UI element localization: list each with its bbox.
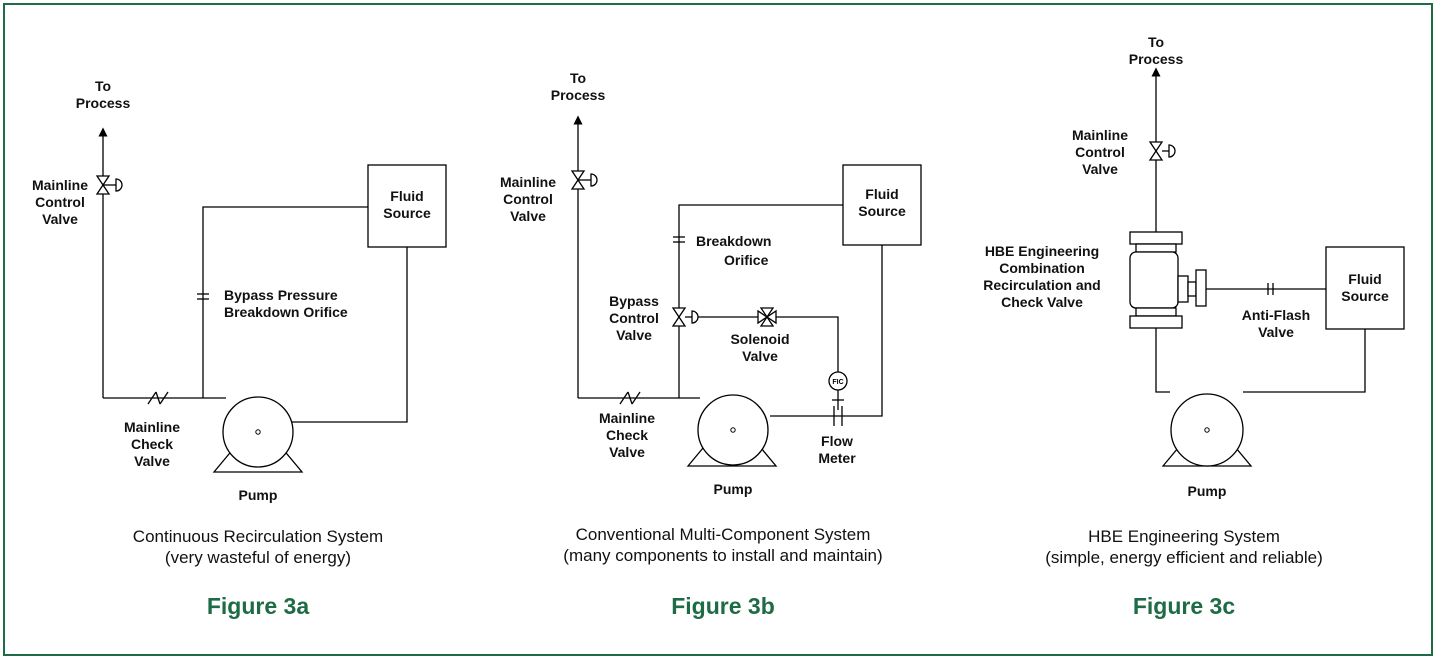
- antiflash-valve-icon: [1267, 283, 1274, 295]
- to-label: To: [570, 70, 586, 86]
- fluid-label: Fluid: [390, 188, 423, 204]
- hbe-label: HBE Engineering: [985, 243, 1099, 259]
- caption-title: Continuous Recirculation System: [133, 527, 383, 546]
- combination-label: Combination: [999, 260, 1085, 276]
- return-line: [292, 247, 408, 423]
- fluid-source-box: [1325, 246, 1405, 330]
- caption-title: HBE Engineering System: [1088, 527, 1280, 546]
- control-label: Control: [1075, 144, 1125, 160]
- bypass-valve-label: Valve: [616, 327, 652, 343]
- bypass-control-valve-icon: [671, 307, 699, 327]
- check-valve-label: Valve: [134, 453, 170, 469]
- mainline-label: Mainline: [32, 177, 88, 193]
- control-label: Control: [503, 191, 553, 207]
- breakdown-label: Breakdown: [696, 233, 771, 249]
- figure-label: Figure 3b: [671, 593, 775, 619]
- bypass-label: Bypass Pressure: [224, 287, 338, 303]
- pump-label: Pump: [1188, 483, 1227, 499]
- antiflash-label: Anti-Flash: [1242, 307, 1310, 323]
- valve-label: Valve: [510, 208, 546, 224]
- mainline-control-valve-icon: [570, 170, 598, 190]
- check-label: Check: [131, 436, 173, 452]
- caption-subtitle: (very wasteful of energy): [165, 548, 351, 567]
- caption-subtitle: (simple, energy efficient and reliable): [1045, 548, 1323, 567]
- bypass-line: [202, 206, 368, 398]
- check-valve-icon: [619, 391, 641, 405]
- check-mainline-label: Mainline: [599, 410, 655, 426]
- check-valve-label: Check Valve: [1001, 294, 1083, 310]
- flow-meter-icon: [832, 390, 844, 426]
- figure-3c: To Process Mainline Control Valve HBE En…: [983, 34, 1405, 619]
- bypass-label: Bypass: [609, 293, 659, 309]
- figure-label: Figure 3a: [207, 593, 309, 619]
- to-label: To: [1148, 34, 1164, 50]
- mainline-control-valve-icon: [1148, 141, 1176, 161]
- fluid-label: Fluid: [1348, 271, 1381, 287]
- check-valve-icon: [147, 391, 169, 405]
- combination-valve-icon: [1129, 231, 1207, 329]
- process-label: Process: [551, 87, 606, 103]
- mainline-control-valve-icon: [95, 175, 123, 195]
- control-label: Control: [35, 194, 85, 210]
- orifice-label: Orifice: [724, 252, 769, 268]
- orifice-icon: [197, 293, 209, 300]
- pump-label: Pump: [714, 481, 753, 497]
- pump-icon: [212, 396, 304, 473]
- fic-label: FIC: [832, 379, 843, 386]
- antiflash-valve-label: Valve: [1258, 324, 1294, 340]
- solenoid-label: Solenoid: [730, 331, 789, 347]
- flow-label: Flow: [821, 433, 853, 449]
- figure-3a: To Process Mainline Control Valve Fluid …: [32, 78, 447, 619]
- mainline-label: Mainline: [1072, 127, 1128, 143]
- recirculation-label: Recirculation and: [983, 277, 1100, 293]
- bypass-control-label: Control: [609, 310, 659, 326]
- fluid-source-box: [842, 164, 922, 246]
- figure-label: Figure 3c: [1133, 593, 1235, 619]
- pump-icon: [686, 394, 778, 467]
- valve-label: Valve: [42, 211, 78, 227]
- bypass-line: [678, 204, 843, 398]
- orifice-label: Breakdown Orifice: [224, 304, 348, 320]
- solenoid-valve-icon: [757, 307, 777, 327]
- caption-title: Conventional Multi-Component System: [576, 525, 871, 544]
- check-mainline-label: Mainline: [124, 419, 180, 435]
- caption-subtitle: (many components to install and maintain…: [563, 546, 882, 565]
- check-label: Check: [606, 427, 648, 443]
- orifice-icon: [673, 236, 685, 243]
- valve-label: Valve: [1082, 161, 1118, 177]
- check-valve-label: Valve: [609, 444, 645, 460]
- figure-3b: FIC To Process Mainline Control Valve Fl…: [500, 70, 922, 619]
- source-label: Source: [1341, 288, 1389, 304]
- process-label: Process: [76, 95, 131, 111]
- process-label: Process: [1129, 51, 1184, 67]
- figure-frame: [3, 3, 1433, 656]
- return-line: [770, 245, 883, 417]
- pump-icon: [1161, 393, 1253, 467]
- pump-label: Pump: [239, 487, 278, 503]
- fluid-label: Fluid: [865, 186, 898, 202]
- meter-label: Meter: [818, 450, 856, 466]
- signal-line-2: [776, 316, 839, 372]
- source-label: Source: [858, 203, 906, 219]
- return-line: [1243, 329, 1366, 393]
- solenoid-valve-label: Valve: [742, 348, 778, 364]
- mainline-label: Mainline: [500, 174, 556, 190]
- discharge-line: [1155, 328, 1170, 393]
- to-label: To: [95, 78, 111, 94]
- source-label: Source: [383, 205, 431, 221]
